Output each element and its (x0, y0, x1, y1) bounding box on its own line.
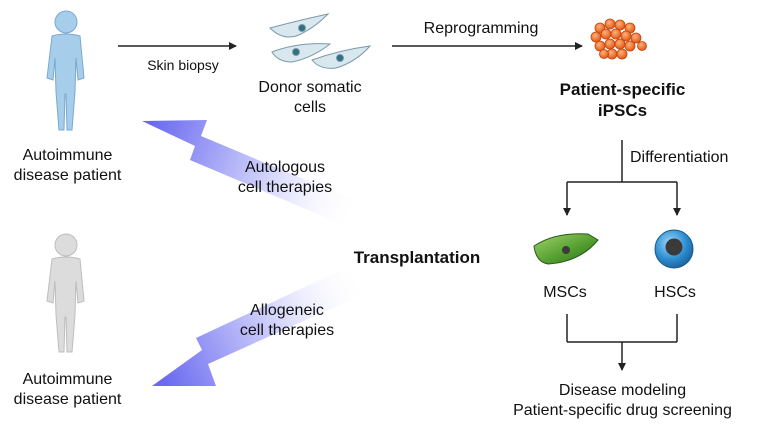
outcomes-label: Disease modeling Patient-specific drug s… (513, 382, 732, 419)
outcomes-connector (566, 314, 678, 371)
ipsc-cluster-icon (590, 18, 647, 60)
hsc-cell-icon (654, 229, 694, 269)
patient-top-label: Autoimmune disease patient (13, 147, 122, 184)
mscs-label: MSCs (543, 284, 587, 301)
donor-cells-label: Donor somatic cells (258, 79, 362, 116)
skin-biopsy-label: Skin biopsy (147, 57, 219, 73)
autologous-arrow (142, 120, 368, 232)
differentiation-label: Differentiation (630, 149, 729, 166)
msc-cell-icon (533, 233, 599, 265)
donor-cells-icon (269, 13, 372, 69)
patient-allogeneic-icon (46, 233, 85, 353)
patient-bottom-label: Autoimmune disease patient (13, 371, 122, 408)
patient-autologous-icon (46, 10, 85, 131)
transplantation-label: Transplantation (353, 248, 481, 267)
differentiation-connector (563, 140, 681, 216)
reprogramming-label: Reprogramming (423, 20, 539, 37)
allogeneic-label: Allogeneic cell therapies (239, 302, 335, 339)
hscs-label: HSCs (654, 284, 696, 301)
allogeneic-arrow (152, 262, 368, 386)
ipscs-label: Patient-specific iPSCs (559, 80, 686, 121)
autologous-label: Autologous cell therapies (237, 159, 333, 196)
